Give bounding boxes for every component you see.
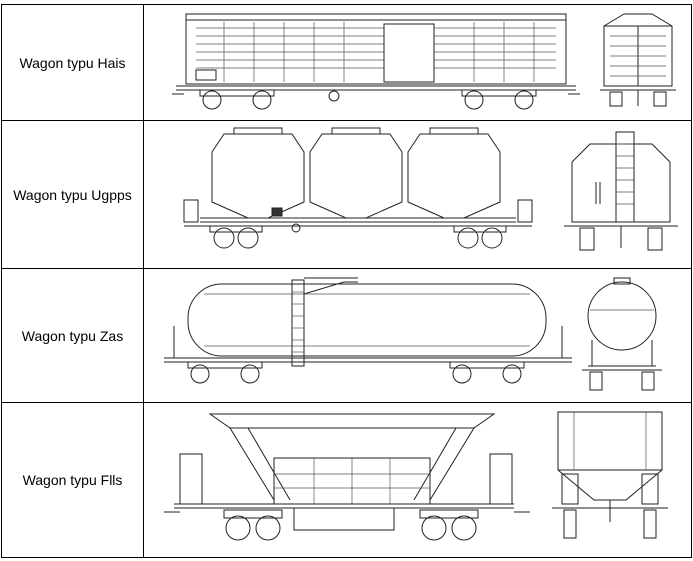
ugpps-wagon-drawing xyxy=(183,127,678,250)
zas-wagon-drawing xyxy=(164,277,662,390)
wagon-drawing-cell-hais xyxy=(143,4,692,121)
flls-side-view xyxy=(164,413,530,540)
wagon-label-flls: Wagon typu Flls xyxy=(1,402,144,558)
zas-end-view xyxy=(582,277,662,390)
zas-side-view xyxy=(164,277,572,383)
flls-end-view xyxy=(552,411,668,538)
wagon-label-zas: Wagon typu Zas xyxy=(1,268,144,403)
wagon-label-ugpps: Wagon typu Ugpps xyxy=(1,120,144,269)
wagon-drawing-cell-ugpps xyxy=(143,120,692,269)
wagon-drawing-cell-flls xyxy=(143,402,692,558)
hais-end-view xyxy=(600,13,676,106)
wagon-drawing-cell-zas xyxy=(143,268,692,403)
ugpps-end-view xyxy=(564,131,678,250)
hais-wagon-drawing xyxy=(172,13,676,109)
hais-side-view xyxy=(172,13,580,109)
ugpps-side-view xyxy=(183,127,533,248)
wagon-table: Wagon typu Hais xyxy=(1,4,692,558)
flls-wagon-drawing xyxy=(164,411,668,540)
wagon-row-ugpps: Wagon typu Ugpps xyxy=(1,120,692,269)
wagon-row-flls: Wagon typu Flls xyxy=(1,402,692,558)
wagon-row-hais: Wagon typu Hais xyxy=(1,4,692,121)
wagon-label-hais: Wagon typu Hais xyxy=(1,4,144,121)
wagon-row-zas: Wagon typu Zas xyxy=(1,268,692,403)
